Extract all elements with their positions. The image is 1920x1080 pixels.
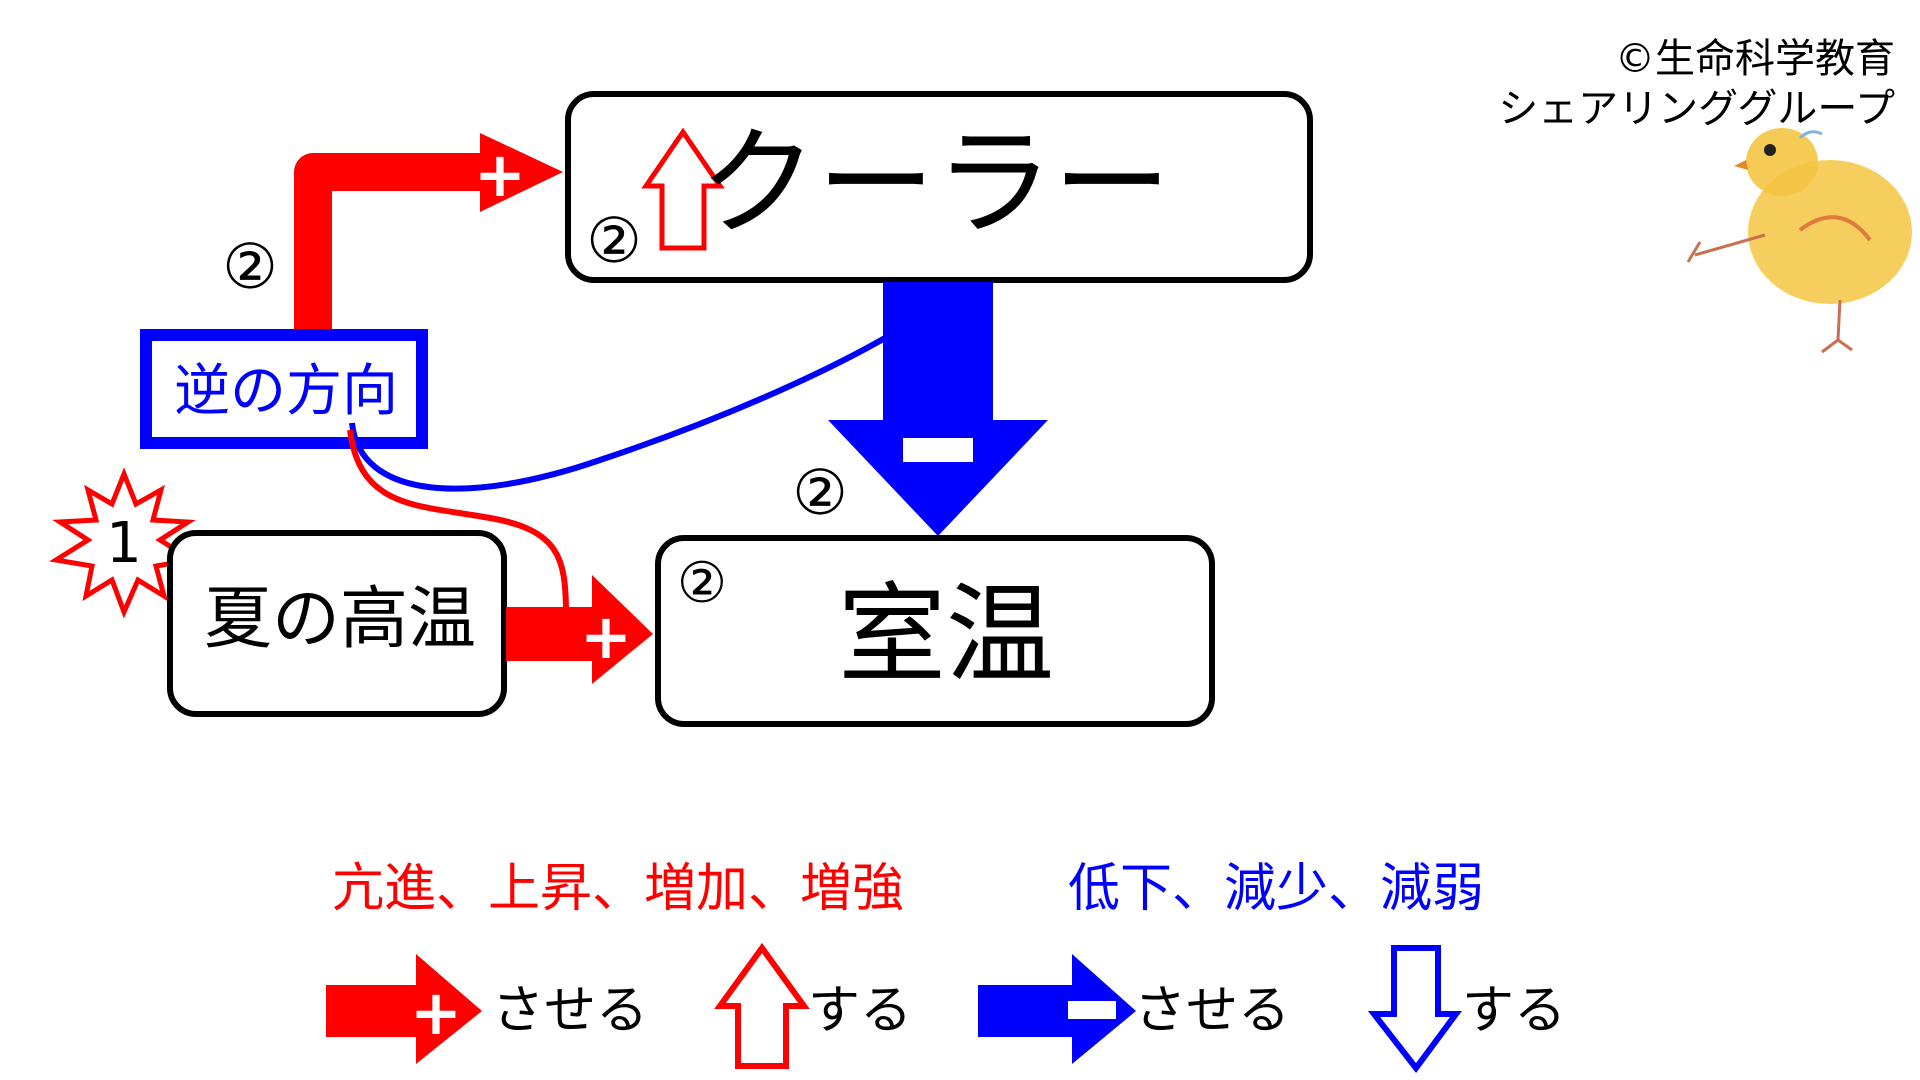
copyright-line-2: シェアリンググループ (1498, 86, 1895, 132)
room-temp-box (655, 535, 1215, 727)
legend-up-arrow-icon (714, 942, 810, 1069)
copyright-line-1: ©生命科学教育 (1615, 36, 1895, 82)
summer-heat-step: 1 (106, 511, 142, 576)
step-marker-middle: ② (792, 456, 848, 529)
room-temp-step: ② (677, 551, 727, 616)
cooler-box (565, 91, 1313, 283)
legend-minus-arrow-caption: させる (1134, 981, 1290, 1041)
legend-red-plus-arrow-shaft (326, 985, 418, 1037)
legend-up-arrow-caption: する (808, 981, 912, 1041)
blue-down-arrow-shaft (883, 282, 993, 422)
step-marker-top-left: ② (222, 230, 278, 303)
cooler-step: ② (586, 204, 642, 277)
room-temp-label: 室温 (838, 573, 1054, 698)
legend-down-arrow-caption: する (1462, 981, 1566, 1041)
starburst-icon (49, 467, 199, 619)
cooler-label: クーラー (699, 114, 1171, 252)
red-elbow-arrow-head (480, 133, 563, 212)
reverse-direction-box (140, 329, 428, 449)
red-plus-arrow-shaft (506, 607, 594, 661)
chick-illustration-icon (1686, 128, 1912, 354)
blue-down-arrow-head (828, 420, 1048, 536)
plus-mark-top: + (474, 138, 526, 211)
red-connector-line (347, 429, 569, 609)
red-elbow-arrow-shaft (294, 153, 480, 335)
legend-blue-minus-arrow-shaft (978, 985, 1074, 1037)
red-plus-arrow-head (592, 575, 653, 684)
blue-connector-line (349, 335, 887, 492)
summer-heat-box (167, 530, 507, 717)
legend-minus-mark (1068, 1001, 1116, 1019)
summer-heat-label: 夏の高温 (204, 580, 476, 659)
minus-mark-center (903, 438, 973, 462)
plus-mark-bottom: + (580, 600, 632, 673)
up-arrow-icon (641, 127, 725, 251)
legend-decrease-terms: 低下、減少、減弱 (1068, 859, 1484, 919)
legend-down-arrow-icon (1367, 945, 1462, 1073)
legend-red-plus-arrow-head (416, 954, 482, 1064)
legend-plus-mark: + (410, 976, 462, 1049)
reverse-direction-label: 逆の方向 (174, 359, 398, 424)
legend-plus-arrow-caption: させる (492, 981, 648, 1041)
legend-increase-terms: 亢進、上昇、増加、増強 (332, 859, 904, 919)
